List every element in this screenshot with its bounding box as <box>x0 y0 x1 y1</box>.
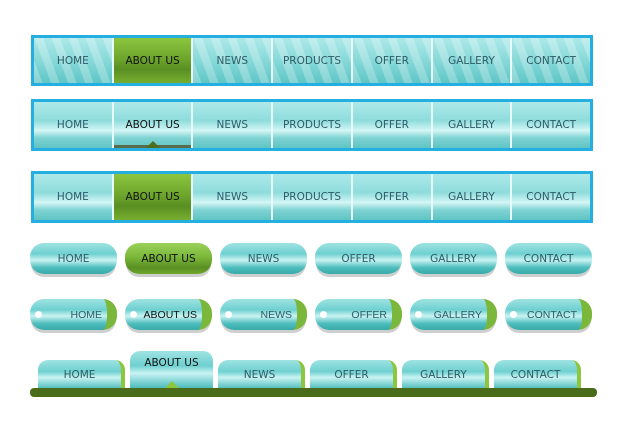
nav-item-contact[interactable]: CONTACT <box>512 38 591 83</box>
tab-base-bar <box>30 388 597 397</box>
pill-button-gallery[interactable]: GALLERY <box>410 243 497 274</box>
button-label: HOME <box>70 308 103 321</box>
nav-item-label: ABOUT US <box>125 191 180 203</box>
tab-label: HOME <box>63 368 96 381</box>
nav-item-label: ABOUT US <box>125 119 180 131</box>
hole-dot-icon <box>35 311 42 318</box>
nav-item-label: HOME <box>56 119 89 131</box>
tab-label: ABOUT US <box>144 357 199 369</box>
pill-button-offer[interactable]: OFFER <box>315 243 402 274</box>
pill-button-gallery[interactable]: GALLERY <box>410 299 497 330</box>
nav-item-label: NEWS <box>216 54 249 67</box>
pill-button-news[interactable]: NEWS <box>220 299 307 330</box>
tab-gallery[interactable]: GALLERY <box>402 360 489 389</box>
nav-item-label: CONTACT <box>526 191 577 203</box>
tab-home[interactable]: HOME <box>38 360 125 389</box>
nav-item-label: HOME <box>56 54 89 67</box>
nav-item-label: OFFER <box>374 191 409 203</box>
pill-button-home[interactable]: HOME <box>30 243 117 274</box>
nav-item-about-us[interactable]: ABOUT US <box>113 38 194 83</box>
nav-item-label: GALLERY <box>448 191 495 203</box>
pill-button-offer[interactable]: OFFER <box>315 299 402 330</box>
button-label: OFFER <box>351 308 387 321</box>
tab-label: CONTACT <box>510 368 561 381</box>
nav-item-label: OFFER <box>374 54 409 67</box>
nav-item-products[interactable]: PRODUCTS <box>273 174 353 220</box>
nav-item-products[interactable]: PRODUCTS <box>273 102 353 148</box>
tab-label: GALLERY <box>420 368 467 381</box>
button-label: ABOUT US <box>143 308 197 321</box>
nav-item-home[interactable]: HOME <box>34 38 114 83</box>
nav-item-offer[interactable]: OFFER <box>352 102 433 148</box>
button-label: NEWS <box>247 252 280 265</box>
nav-item-label: PRODUCTS <box>282 54 342 67</box>
tab-about-us[interactable]: ABOUT US <box>130 351 213 388</box>
hole-dot-icon <box>510 311 517 318</box>
nav-item-label: CONTACT <box>526 54 577 67</box>
hole-dot-icon <box>415 311 422 318</box>
nav-bar-plain-bar: HOME ABOUT US NEWS PRODUCTS OFFER GALLERY CONT… <box>31 171 593 223</box>
nav-item-home[interactable]: HOME <box>34 102 114 148</box>
hole-dot-icon <box>320 311 327 318</box>
tab-label: OFFER <box>334 368 369 381</box>
button-label: NEWS <box>260 308 293 321</box>
nav-item-offer[interactable]: OFFER <box>352 174 433 220</box>
nav-item-news[interactable]: NEWS <box>193 102 274 148</box>
hole-dot-icon <box>130 311 137 318</box>
button-label: OFFER <box>341 252 376 265</box>
nav-item-news[interactable]: NEWS <box>193 174 274 220</box>
button-label: HOME <box>57 252 90 265</box>
tab-label: NEWS <box>243 368 276 381</box>
hole-dot-icon <box>225 311 232 318</box>
nav-item-contact[interactable]: CONTACT <box>512 174 591 220</box>
active-arrow-icon <box>145 141 160 148</box>
tab-offer[interactable]: OFFER <box>310 360 397 389</box>
nav-bar-arrow-bar: HOME ABOUT US NEWS PRODUCTS OFFER GALLERY CONT… <box>31 99 593 151</box>
button-label: GALLERY <box>433 308 482 321</box>
nav-item-home[interactable]: HOME <box>34 174 114 220</box>
nav-item-label: HOME <box>56 191 89 203</box>
nav-item-gallery[interactable]: GALLERY <box>432 38 513 83</box>
button-label: ABOUT US <box>141 252 196 265</box>
button-label: GALLERY <box>430 252 477 265</box>
active-arrow-icon <box>164 381 179 388</box>
pill-button-contact[interactable]: CONTACT <box>505 243 592 274</box>
nav-item-offer[interactable]: OFFER <box>352 38 433 83</box>
button-label: CONTACT <box>523 252 574 265</box>
nav-item-label: NEWS <box>216 119 249 131</box>
nav-bar-striped-bar: HOME ABOUT US NEWS PRODUCTS OFFER GALLERY CONT… <box>31 35 593 86</box>
pill-button-home[interactable]: HOME <box>30 299 117 330</box>
pill-button-contact[interactable]: CONTACT <box>505 299 592 330</box>
nav-item-label: CONTACT <box>526 119 577 131</box>
nav-item-gallery[interactable]: GALLERY <box>432 174 513 220</box>
pill-button-about-us[interactable]: ABOUT US <box>125 243 212 274</box>
tab-contact[interactable]: CONTACT <box>494 360 581 389</box>
nav-item-label: PRODUCTS <box>282 191 342 203</box>
nav-item-news[interactable]: NEWS <box>193 38 274 83</box>
pill-button-news[interactable]: NEWS <box>220 243 307 274</box>
nav-item-label: PRODUCTS <box>282 119 342 131</box>
pill-button-about-us[interactable]: ABOUT US <box>125 299 212 330</box>
nav-item-gallery[interactable]: GALLERY <box>432 102 513 148</box>
nav-item-label: OFFER <box>374 119 409 131</box>
nav-item-label: GALLERY <box>448 119 495 131</box>
tab-news[interactable]: NEWS <box>218 360 305 389</box>
button-label: CONTACT <box>527 308 577 321</box>
nav-item-label: ABOUT US <box>125 54 180 67</box>
nav-item-products[interactable]: PRODUCTS <box>273 38 353 83</box>
nav-item-label: GALLERY <box>448 54 495 67</box>
nav-item-label: NEWS <box>216 191 249 203</box>
nav-item-about-us[interactable]: ABOUT US <box>113 102 194 148</box>
nav-item-contact[interactable]: CONTACT <box>512 102 591 148</box>
nav-item-about-us[interactable]: ABOUT US <box>113 174 194 220</box>
